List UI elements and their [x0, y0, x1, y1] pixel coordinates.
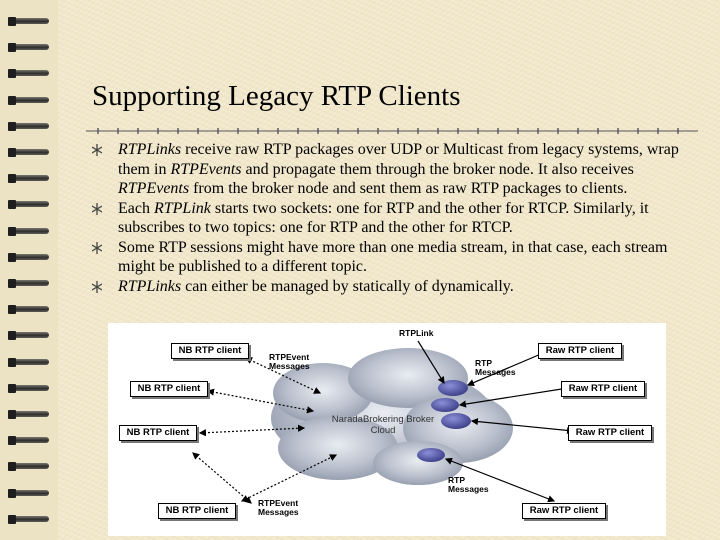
binder-ring — [8, 276, 49, 291]
binder-ring — [8, 224, 49, 239]
diagram-drawing — [192, 340, 575, 504]
nb-rtp-client-2: NB RTP client — [130, 381, 208, 397]
binder-ring — [8, 197, 49, 212]
slide-title: Supporting Legacy RTP Clients — [92, 80, 461, 112]
nb-rtp-client-4: NB RTP client — [158, 503, 236, 519]
architecture-diagram: NB RTP client NB RTP client NB RTP clien… — [108, 323, 666, 536]
binder-ring — [8, 145, 49, 160]
bullet-italic-term: RTPLinks — [118, 141, 182, 158]
nb-rtp-client-1: NB RTP client — [171, 343, 249, 359]
rtp-event-top-label: RTPEvent Messages — [269, 352, 310, 371]
binder-ring — [8, 459, 49, 474]
rtp-messages-bottom-label: RTP Messages — [448, 475, 489, 494]
binder-ring — [8, 512, 49, 527]
bullet-star-icon — [92, 280, 102, 293]
bullet-list: RTPLinks receive raw RTP packages over U… — [90, 140, 700, 296]
rtplink-label: RTPLink — [399, 328, 434, 338]
bullet-star-icon — [92, 241, 102, 254]
binder-ring — [8, 328, 49, 343]
bullet-italic-term: RTPLink — [153, 199, 211, 217]
binder-ring — [8, 381, 49, 396]
broker-nodes — [417, 380, 471, 462]
left-links — [192, 357, 338, 504]
raw-rtp-client-2: Raw RTP client — [561, 381, 645, 397]
rtp-messages-top-label: RTP Messages — [475, 358, 516, 377]
binder-ring — [8, 407, 49, 422]
binder-ring — [8, 93, 49, 108]
bullet-text: starts two sockets: one for RTP and the … — [118, 199, 649, 237]
bullet-italic-term: RTPLinks — [118, 277, 182, 295]
bullet-italic-term: RTPEvents — [118, 180, 190, 197]
bullet-italic-term: RTPEvents — [170, 160, 242, 178]
bullet-item: RTPLinks can either be managed by static… — [90, 277, 700, 297]
raw-rtp-client-4: Raw RTP client — [522, 503, 606, 519]
spiral-binding — [0, 0, 58, 540]
binder-ring — [8, 40, 49, 55]
bullet-star-icon — [92, 202, 102, 215]
bullet-text: and propagate them through the broker no… — [241, 160, 634, 178]
right-links — [417, 340, 575, 503]
bullet-text: Some RTP sessions might have more than o… — [118, 238, 668, 276]
rtp-event-bottom-label: RTPEvent Messages — [258, 498, 299, 517]
title-divider — [86, 128, 698, 134]
binder-ring — [8, 433, 49, 448]
raw-rtp-client-1: Raw RTP client — [538, 343, 622, 359]
bullet-star-icon — [92, 144, 102, 156]
broker-cloud-label: NaradaBrokering Broker Cloud — [331, 414, 435, 436]
bullet-text: receive raw RTP packages over UDP or Mul… — [118, 141, 679, 178]
binder-ring — [8, 66, 49, 81]
nb-rtp-client-3: NB RTP client — [119, 425, 197, 441]
binder-ring — [8, 171, 49, 186]
bullet-item: Some RTP sessions might have more than o… — [90, 238, 700, 277]
binder-ring — [8, 302, 49, 317]
binder-ring — [8, 355, 49, 370]
binder-ring — [8, 119, 49, 134]
bullet-text: from the broker node and sent them as ra… — [189, 180, 628, 197]
binder-ring — [8, 250, 49, 265]
bullet-text: can either be managed by statically of d… — [181, 277, 514, 295]
raw-rtp-client-3: Raw RTP client — [568, 425, 652, 441]
bullet-item: Each RTPLink starts two sockets: one for… — [90, 199, 700, 238]
bullet-item: RTPLinks receive raw RTP packages over U… — [90, 140, 700, 199]
binder-ring — [8, 14, 49, 29]
bullet-text: Each — [118, 199, 154, 217]
binder-ring — [8, 486, 49, 501]
